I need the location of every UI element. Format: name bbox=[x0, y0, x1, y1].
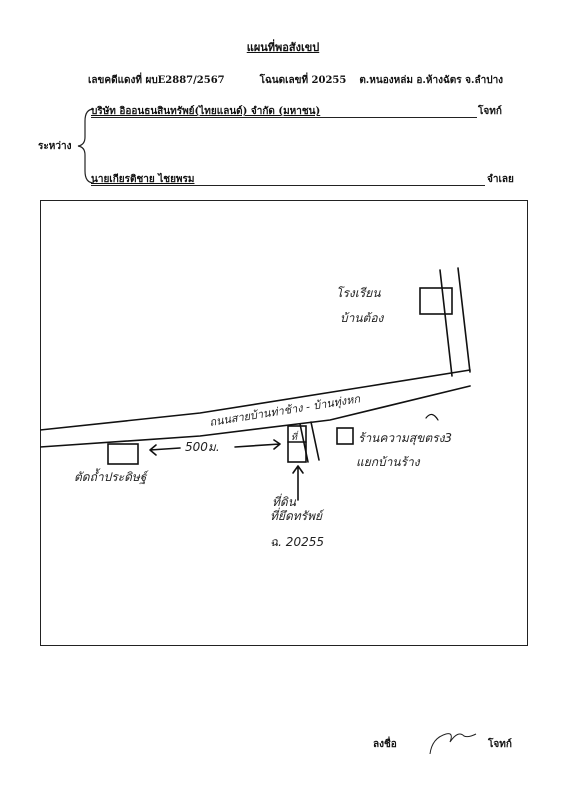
lower-road-right-edge bbox=[310, 421, 320, 461]
plaintiff-underline bbox=[91, 117, 477, 118]
main-road-upper-edge bbox=[40, 369, 471, 431]
distance-arrow bbox=[149, 444, 181, 456]
main-road-lower-edge bbox=[40, 385, 471, 448]
between-label: ระหว่าง bbox=[38, 141, 72, 152]
shop-scribble bbox=[425, 413, 439, 421]
case-number: เลขคดีแดงที่ ผบE2887/2567 bbox=[88, 75, 225, 86]
plot-label-1: ที่ดิน bbox=[272, 493, 297, 509]
location: ต.หนองหล่ม อ.ห้างฉัตร จ.ลำปาง bbox=[359, 75, 504, 86]
signature-label: ลงชื่อ bbox=[373, 739, 397, 750]
defendant-role: จำเลย bbox=[487, 174, 514, 185]
shop-label-1: ร้านความสุขตรง3 bbox=[358, 431, 452, 446]
school-label-1: โรงเรียน bbox=[336, 286, 381, 300]
plot-pointer-arrow bbox=[292, 465, 304, 501]
case-info-row: เลขคดีแดงที่ ผบE2887/2567 โฉนดเลขที่ 202… bbox=[88, 73, 503, 88]
plaintiff-name: บริษัท อิออนธนสินทรัพย์(ไทยแลนด์) จำกัด … bbox=[91, 106, 321, 117]
signature-scribble bbox=[429, 733, 477, 755]
side-road-left-edge bbox=[439, 269, 453, 377]
road-label: ถนนสายบ้านท่าช้าง - บ้านทุ่งหก bbox=[208, 392, 362, 429]
target-plot bbox=[287, 425, 307, 463]
map-frame: โรงเรียน บ้านต้อง ถนนสายบ้านท่าช้าง - บ้… bbox=[40, 200, 528, 646]
deed-number: โฉนดเลขที่ 20255 bbox=[259, 75, 347, 86]
distance-arrow-right bbox=[234, 439, 281, 450]
distance-label: 500ม. bbox=[185, 440, 220, 454]
school-label-2: บ้านต้อง bbox=[340, 311, 385, 325]
house-mark: ที่ bbox=[291, 430, 299, 443]
shop-label-2: แยกบ้านร้าง bbox=[356, 455, 421, 469]
school-box bbox=[419, 287, 453, 315]
plaintiff-role: โจทก์ bbox=[478, 106, 502, 117]
left-landmark-box bbox=[107, 443, 139, 465]
shop-box bbox=[336, 427, 354, 445]
party-brace bbox=[77, 108, 95, 184]
signature-role: โจทก์ bbox=[488, 739, 512, 750]
side-road-right-edge bbox=[457, 267, 471, 373]
deed-reference: ฉ. 20255 bbox=[270, 535, 324, 549]
document-title: แผนที่พอสังเขป bbox=[246, 41, 320, 54]
left-landmark-label: ตัดถ้ำประดิษฐ์ bbox=[74, 468, 149, 485]
defendant-underline bbox=[91, 185, 485, 186]
sketch-map: โรงเรียน บ้านต้อง ถนนสายบ้านท่าช้าง - บ้… bbox=[40, 267, 471, 549]
plot-label-2: ที่ยึดทรัพย์ bbox=[270, 507, 325, 523]
defendant-name: นายเกียรติชาย ไชยพรม bbox=[91, 174, 195, 185]
